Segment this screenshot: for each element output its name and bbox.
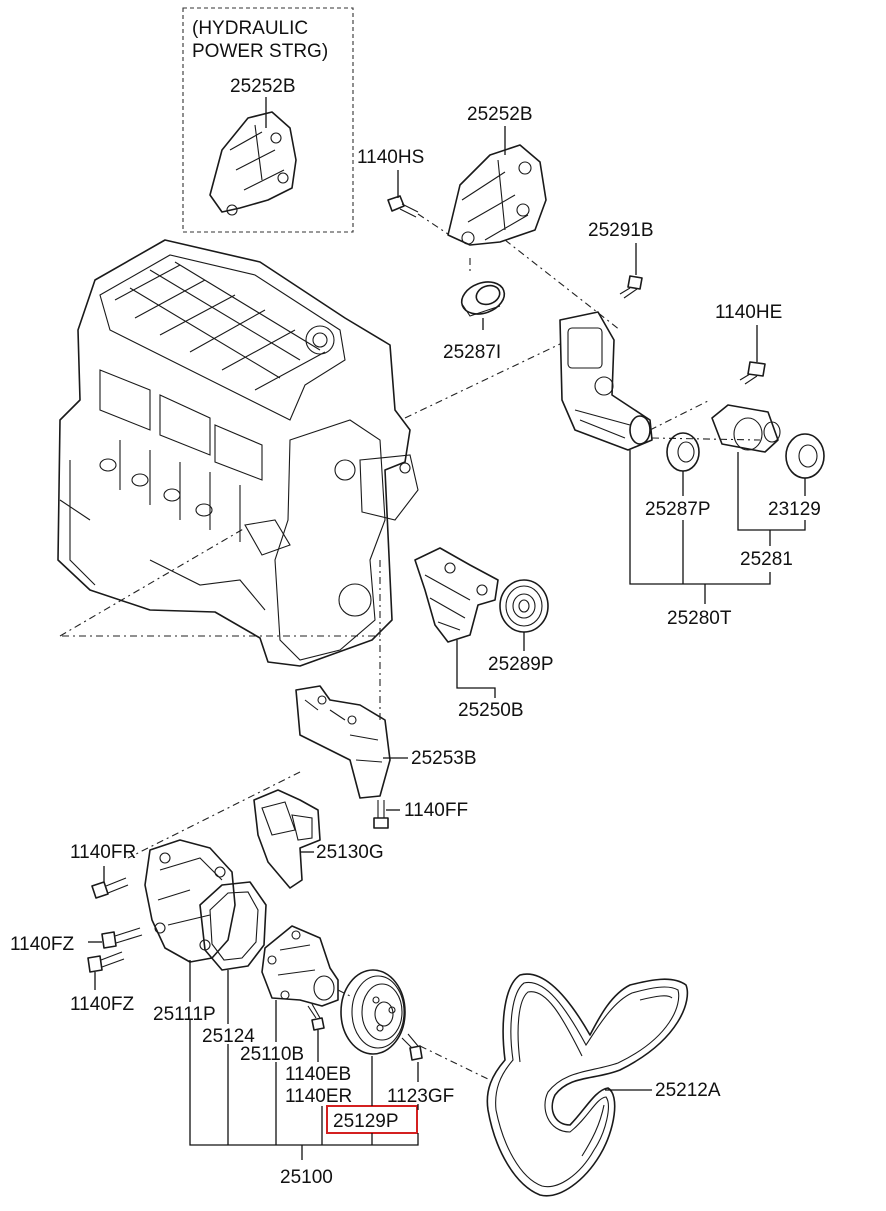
bolt-1140HS: 1140HS <box>357 147 449 235</box>
label-1140FR[interactable]: 1140FR <box>70 842 136 863</box>
idler-pulley-25287I: 25287I <box>443 258 506 363</box>
label-1140FF[interactable]: 1140FF <box>404 800 468 821</box>
label-25111P[interactable]: 25111P <box>153 1004 216 1025</box>
label-25250B[interactable]: 25250B <box>458 700 524 721</box>
label-25252B-inset[interactable]: 25252B <box>230 76 296 97</box>
label-25130G[interactable]: 25130G <box>316 842 384 863</box>
label-25212A[interactable]: 25212A <box>655 1080 721 1101</box>
gasket-25130G: 25130G <box>253 789 384 889</box>
bolt-1123GF: 1123GF <box>387 1033 454 1107</box>
engine-block-drawing <box>57 239 419 667</box>
label-1140FZ-lower[interactable]: 1140FZ <box>70 994 134 1015</box>
pulley-25289P: 25289P <box>488 579 554 675</box>
label-1140EB[interactable]: 1140EB <box>285 1064 351 1085</box>
label-1140ER[interactable]: 1140ER <box>285 1086 352 1107</box>
bracket-25252B: 25252B <box>447 104 547 246</box>
label-25110B[interactable]: 25110B <box>240 1044 304 1065</box>
label-25253B[interactable]: 25253B <box>411 748 477 769</box>
label-1140FZ-upper[interactable]: 1140FZ <box>10 934 74 955</box>
bolt-1140FR: 1140FR <box>70 842 136 899</box>
bolt-1140EB <box>307 1003 325 1031</box>
label-25291B[interactable]: 25291B <box>588 220 654 241</box>
label-25280T[interactable]: 25280T <box>667 608 732 629</box>
tensioner-bracket-assembly <box>559 311 761 451</box>
idler-pulley-25287P: 25287P <box>645 432 711 520</box>
tensioner-25281 <box>711 404 781 453</box>
label-25281[interactable]: 25281 <box>740 549 793 570</box>
bolt-1140FF: 1140FF <box>373 800 468 829</box>
bracket-25253B <box>295 685 391 799</box>
drive-belt-25212A <box>486 973 689 1197</box>
pulley-25129P <box>340 969 406 1055</box>
label-25100[interactable]: 25100 <box>280 1167 333 1188</box>
pump-housing-25111P <box>144 839 236 963</box>
bolt-1140HE: 1140HE <box>715 302 782 385</box>
bolt-25291B: 25291B <box>588 220 654 299</box>
bolt-1140FZ-upper: 1140FZ <box>10 927 143 955</box>
label-25129P[interactable]: 25129P <box>333 1111 399 1132</box>
inset-note-line2: POWER STRG) <box>192 41 328 62</box>
gasket-25124 <box>199 881 267 971</box>
label-25252B[interactable]: 25252B <box>467 104 533 125</box>
label-1123GF[interactable]: 1123GF <box>387 1086 454 1107</box>
label-25287I[interactable]: 25287I <box>443 342 501 363</box>
bracket-25252B-inset-drawing <box>209 111 297 216</box>
power-steering-inset: (HYDRAULIC POWER STRG) 25252B <box>182 7 354 233</box>
label-1140HE[interactable]: 1140HE <box>715 302 782 323</box>
inset-note-line1: (HYDRAULIC <box>192 18 308 39</box>
pulley-23129: 23129 <box>768 433 825 520</box>
bracket-25250B <box>414 547 499 643</box>
label-25287P[interactable]: 25287P <box>645 499 711 520</box>
label-23129[interactable]: 23129 <box>768 499 821 520</box>
label-25124[interactable]: 25124 <box>202 1026 255 1047</box>
bolt-1140FZ-lower: 1140FZ <box>70 951 134 1015</box>
water-pump-25110B <box>261 925 339 1007</box>
label-25289P[interactable]: 25289P <box>488 654 554 675</box>
label-1140HS[interactable]: 1140HS <box>357 147 424 168</box>
